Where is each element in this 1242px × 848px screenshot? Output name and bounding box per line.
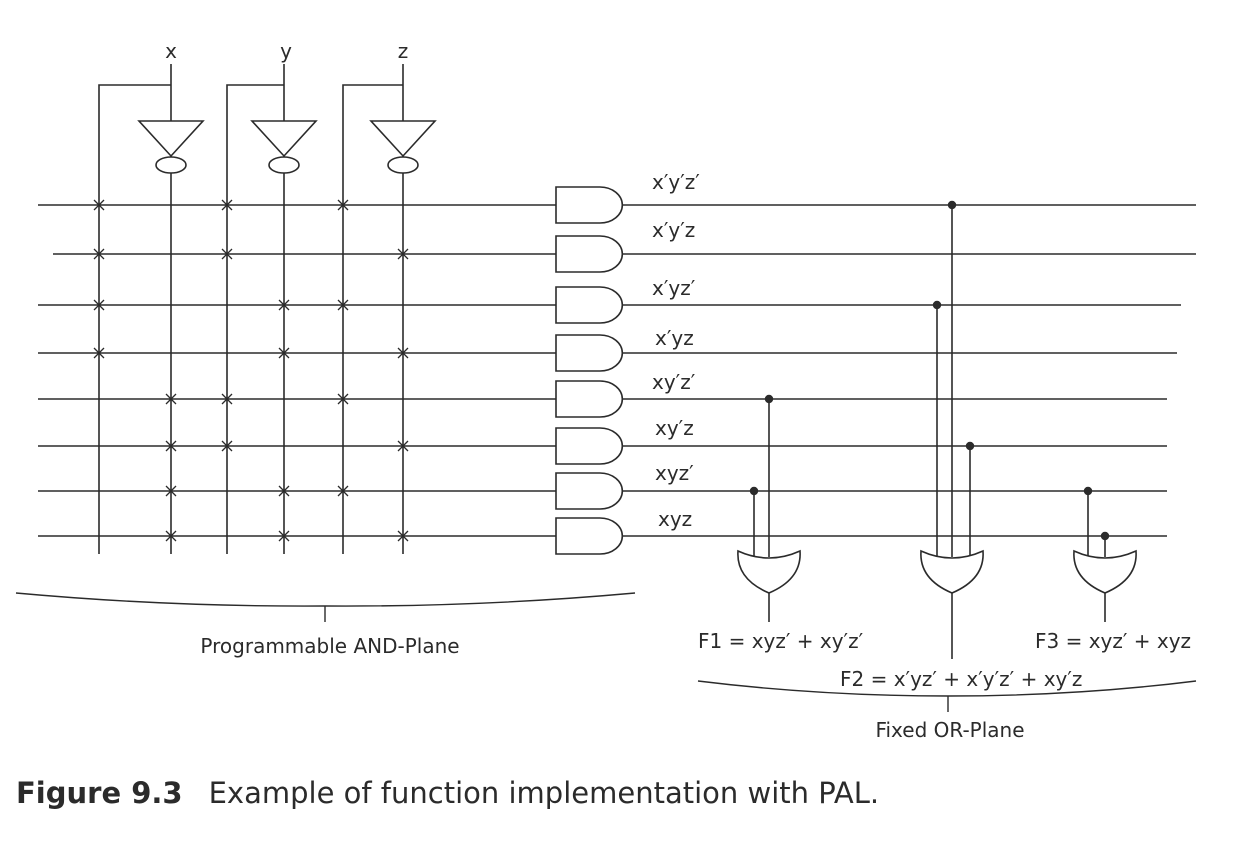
or-tap-dot-1-0 — [947, 200, 957, 210]
or-plane-label: Fixed OR-Plane — [875, 718, 1024, 742]
fuse-mark-0-y′ — [221, 199, 233, 211]
caption-number: Figure 9.3 — [16, 776, 183, 810]
fuse-mark-5-x — [165, 440, 177, 452]
fuse-mark-7-y — [278, 530, 290, 542]
and-gate-3 — [555, 334, 624, 372]
and-plane-label: Programmable AND-Plane — [200, 634, 459, 658]
complement-line-z — [342, 84, 403, 554]
or-tap-dot-0-4 — [764, 394, 774, 404]
fuse-mark-5-y′ — [221, 440, 233, 452]
term-label-1: x′y′z — [652, 218, 695, 242]
term-label-3: x′yz — [655, 326, 694, 350]
or-plane — [622, 200, 1197, 712]
and-gate-5 — [555, 427, 624, 465]
or-tap-dot-0-6 — [749, 486, 759, 496]
figure-caption: Figure 9.3 Example of function implementa… — [16, 776, 879, 810]
input-label-z: z — [398, 39, 409, 63]
and-plane-brace — [15, 592, 636, 622]
output-label-f2: F2 = x′yz′ + x′y′z′ + xy′z — [840, 667, 1082, 691]
fuse-mark-4-y′ — [221, 393, 233, 405]
fuse-mark-6-z′ — [337, 485, 349, 497]
inverter-y — [250, 120, 318, 158]
term-label-0: x′y′z′ — [652, 170, 700, 194]
inverter-bubble-x — [155, 156, 187, 174]
term-label-2: x′yz′ — [652, 276, 696, 300]
term-label-5: xy′z — [655, 416, 694, 440]
fuse-mark-1-z — [397, 248, 409, 260]
and-gate-1 — [555, 235, 624, 273]
fuse-mark-2-z′ — [337, 299, 349, 311]
output-label-f3: F3 = xyz′ + xyz — [1035, 629, 1191, 653]
fuse-mark-0-z′ — [337, 199, 349, 211]
or-tap-dot-2-7 — [1100, 531, 1110, 541]
or-gate-1 — [737, 549, 801, 594]
or-gate-3 — [1073, 549, 1137, 594]
complement-line-y — [226, 84, 284, 554]
fuse-mark-1-y′ — [221, 248, 233, 260]
fuse-mark-3-x′ — [93, 347, 105, 359]
term-label-6: xyz′ — [655, 461, 694, 485]
fuse-mark-3-z — [397, 347, 409, 359]
fuse-mark-1-x′ — [93, 248, 105, 260]
fuse-mark-5-z — [397, 440, 409, 452]
inverter-bubble-z — [387, 156, 419, 174]
and-gate-6 — [555, 472, 624, 510]
fuse-mark-2-x′ — [93, 299, 105, 311]
term-label-7: xyz — [658, 507, 692, 531]
inverter-bubble-y — [268, 156, 300, 174]
inverter-z — [369, 120, 437, 158]
or-tap-dot-2-6 — [1083, 486, 1093, 496]
complement-line-x — [98, 84, 171, 554]
or-gate-2 — [920, 549, 984, 594]
and-gate-0 — [555, 186, 624, 224]
fuse-mark-6-y — [278, 485, 290, 497]
or-tap-dot-1-2 — [932, 300, 942, 310]
output-label-f1: F1 = xyz′ + xy′z′ — [698, 629, 864, 653]
pal-diagram: x y z x′y′z′ x′y′z x′yz′ x′yz xy′z′ xy′z… — [15, 39, 1197, 742]
fuse-mark-3-y — [278, 347, 290, 359]
fuse-mark-7-x — [165, 530, 177, 542]
input-label-y: y — [280, 39, 292, 63]
and-plane — [15, 64, 636, 622]
fuse-mark-2-y — [278, 299, 290, 311]
or-tap-dot-1-5 — [965, 441, 975, 451]
and-gate-7 — [555, 517, 624, 555]
fuse-mark-7-z — [397, 530, 409, 542]
caption-text: Example of function implementation with … — [208, 776, 880, 810]
input-label-x: x — [165, 39, 177, 63]
term-label-4: xy′z′ — [652, 370, 696, 394]
fuse-mark-6-x — [165, 485, 177, 497]
or-plane-brace — [697, 680, 1197, 712]
and-gate-2 — [555, 286, 624, 324]
fuse-mark-4-z′ — [337, 393, 349, 405]
inverter-x — [137, 120, 205, 158]
and-gate-4 — [555, 380, 624, 418]
fuse-mark-4-x — [165, 393, 177, 405]
fuse-mark-0-x′ — [93, 199, 105, 211]
